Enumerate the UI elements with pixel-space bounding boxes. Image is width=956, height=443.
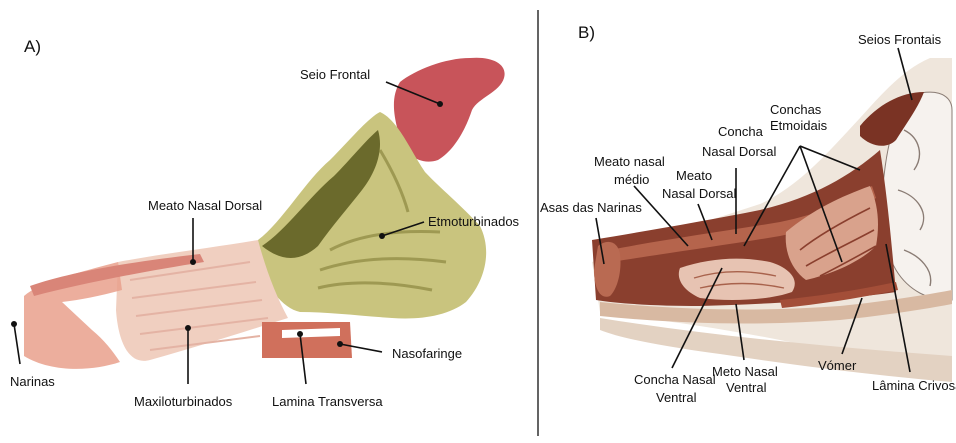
label-nasofaringe: Nasofaringe	[392, 346, 462, 361]
label-meto-nasal-ventral-line1: Meto Nasal	[712, 364, 778, 379]
label-narinas: Narinas	[10, 374, 55, 389]
label-maxiloturbinados: Maxiloturbinados	[134, 394, 233, 409]
leader-narinas	[14, 324, 20, 364]
label-meato-nasal-medio-line2: médio	[614, 172, 649, 187]
label-conchas-etmoidais-line2: Etmoidais	[770, 118, 828, 133]
label-meto-nasal-ventral-line2: Ventral	[726, 380, 767, 395]
leader-dot-meato-nasal-dorsal	[190, 259, 196, 265]
panel-a-letter: A)	[24, 37, 41, 56]
frontal-sinus-shape	[394, 58, 505, 162]
leader-dot-maxiloturbinados	[185, 325, 191, 331]
panel-b: B)	[540, 23, 956, 405]
label-meato-nasal-medio-line1: Meato nasal	[594, 154, 665, 169]
label-concha-nasal-ventral-line1: Concha Nasal	[634, 372, 716, 387]
leader-dot-etmoturbinados	[379, 233, 385, 239]
label-lamina-crivosa: Lâmina Crivosa	[872, 378, 956, 393]
label-seio-frontal: Seio Frontal	[300, 67, 370, 82]
label-meato-nasal-dorsal-b-line2: Nasal Dorsal	[662, 186, 737, 201]
label-seios-frontais: Seios Frontais	[858, 32, 942, 47]
label-concha-nasal-ventral-line2: Ventral	[656, 390, 697, 405]
label-etmoturbinados: Etmoturbinados	[428, 214, 520, 229]
ventral-concha-shape	[679, 259, 795, 300]
label-meato-nasal-dorsal: Meato Nasal Dorsal	[148, 198, 262, 213]
panel-b-letter: B)	[578, 23, 595, 42]
leader-dot-lamina-transversa	[297, 331, 303, 337]
label-concha-nasal-dorsal-line1: Concha	[718, 124, 764, 139]
panel-a: A) Seio Frontal Meato Nasal Do	[10, 37, 520, 409]
label-lamina-transversa: Lamina Transversa	[272, 394, 383, 409]
label-asas-das-narinas: Asas das Narinas	[540, 200, 642, 215]
label-vomer: Vómer	[818, 358, 857, 373]
label-conchas-etmoidais-line1: Conchas	[770, 102, 822, 117]
leader-dot-seio-frontal	[437, 101, 443, 107]
leader-dot-nasofaringe	[337, 341, 343, 347]
label-meato-nasal-dorsal-b-line1: Meato	[676, 168, 712, 183]
leader-dot-narinas	[11, 321, 17, 327]
lamina-transversa-shape	[262, 322, 352, 358]
label-concha-nasal-dorsal-line2: Nasal Dorsal	[702, 144, 777, 159]
